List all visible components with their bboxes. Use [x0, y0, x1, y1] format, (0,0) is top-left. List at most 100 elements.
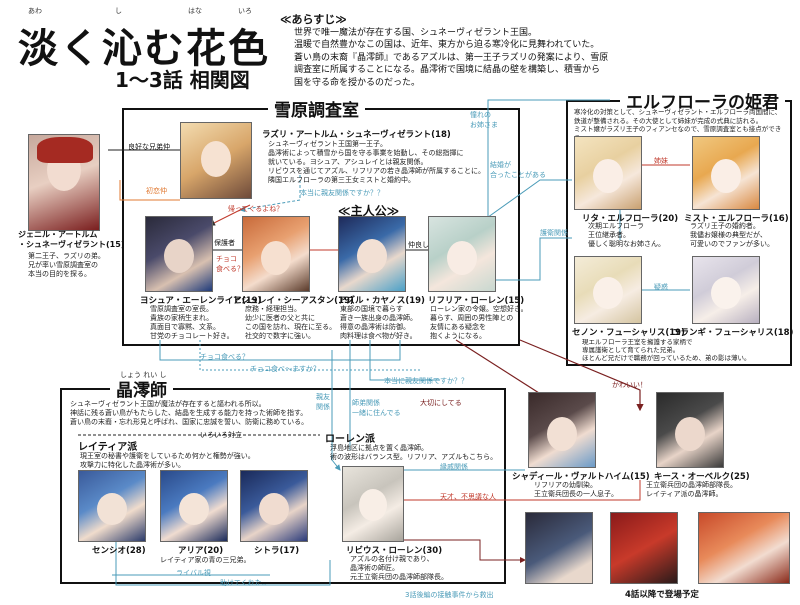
portrait-joshua: [145, 216, 213, 292]
portrait-upcoming-3: [698, 512, 790, 584]
name-aria: アリア(20): [178, 546, 224, 556]
desc-lazuli: シュネーヴィゼラント王国第一王子。晶澪術によって積雪から国を守る事業を始動し、そ…: [268, 140, 485, 184]
portrait-ashley: [242, 216, 310, 292]
portrait-shitora: [240, 470, 308, 542]
portrait-genil: [28, 134, 100, 231]
after-note: 3話後編の接触事件から救出: [405, 591, 494, 599]
synopsis-line: 温暖で自然豊かなこの国は、近年、東方から迫る寒冷化に見舞われていた。: [294, 40, 600, 50]
ruby-1: あわ: [28, 7, 42, 15]
rel-friendly: 仲良し: [408, 241, 429, 249]
rel-first-love: 初恋仲: [146, 187, 167, 195]
rel-genil: かわいい！: [612, 381, 647, 389]
upcoming-note: 4話以降で登場予定: [625, 590, 699, 600]
ruby-2: し: [115, 7, 122, 15]
portrait-upcoming-1: [525, 512, 593, 584]
name-azul: アズル・カヤノス(19): [338, 296, 425, 306]
desc-rifria: ローレン家の令嬢。空想好き。暮らす、周囲の男性陣との友情にある疑念を抱くようにな…: [430, 305, 528, 340]
rel-enemy: 天才、不思議な人: [440, 493, 496, 501]
name-ashley: アシュレイ・シーアスタン(19): [233, 296, 354, 306]
elflora-title: エルフローラの姫君: [620, 88, 785, 113]
portrait-mist: [692, 136, 760, 210]
portrait-upcoming-2: [610, 512, 678, 584]
rel-rival: ライバル視: [176, 569, 211, 577]
name-senio: センシオ(28): [92, 546, 146, 556]
title-ruby: あわ し はな いろ: [20, 6, 280, 16]
setsugen-title: 雪原調査室: [268, 96, 365, 121]
rel-cherished: 大切にしてる: [420, 399, 462, 407]
desc-ashley: 庶務・経理担当。幼少に医者の父と共にこの国を訪れ、現在に至る。社交的で数字に強い…: [245, 305, 337, 340]
name-rita: リタ・エルフローラ(20): [582, 214, 679, 224]
name-shadiel: シャディール・ヴァルトハイム(15): [512, 472, 650, 482]
ruby-4: いろ: [238, 7, 252, 15]
name-senor: セノン・フューシャリス(19): [572, 328, 685, 338]
line-first-love: [119, 180, 180, 201]
rel-suspicion: 疑惑: [654, 283, 668, 291]
reitia-note: レイティア家の青の三兄弟。: [160, 556, 251, 564]
name-lazuli: ラズリ・アートルム・シュネーヴィゼラント(18): [262, 130, 451, 140]
desc-mist: ラズリ王子の婚約者。我儘お嬢様の典型だが、可愛いのでファンが多い。: [690, 222, 774, 248]
desc-livius: アズルの名付け親であり、晶澪術の師匠。元王立衛兵団の晶澪師部隊長。: [350, 555, 448, 581]
rel-ex-cop: 親友 関係: [316, 393, 330, 411]
rel-sisters: 姉妹: [654, 157, 668, 165]
portrait-shadiel: [528, 392, 596, 468]
desc-azul: 東部の国境で暮らす蒼き一族出身の晶澪師。得意の晶澪術は防御。肉料理は食べ物が好き…: [340, 305, 417, 340]
rel-meet-it: いろいろ対立: [200, 431, 242, 439]
shoreishi-ruby: しょう れい し: [120, 371, 167, 379]
synopsis-line: 調査室に所属することになる。晶澪術で国境に結晶の壁を構築し、積雪から: [294, 65, 601, 75]
synopsis-line: 蒼い鳥の末裔『晶澪師』であるアズルは、第一王子ラズリの発案により、雪原: [294, 52, 609, 63]
desc-joshua: 雪原調査室の室長。貴族の家柄生まれ。真面目で寡黙、文系。甘党のチョコレート好き。: [150, 305, 234, 340]
rel-chocolate-a: チョコ食べ～ますか？: [250, 365, 320, 373]
rel-chocolate-q: チョコ食べる？: [200, 353, 249, 361]
portrait-senio: [78, 470, 146, 542]
rel-chocolate: チョコ 食べる？: [216, 255, 244, 273]
name-shitora: シトラ(17): [254, 546, 300, 556]
rel-escort: 護衛関係: [540, 229, 568, 237]
portrait-lazuli: [180, 122, 252, 199]
rel-guardian: 保護者: [214, 239, 235, 247]
rel-rescued: 助けてくれた..: [220, 579, 267, 587]
rel-good-brothers: 良好な兄弟仲: [128, 143, 170, 151]
portrait-aria: [160, 470, 228, 542]
ruby-3: はな: [188, 7, 202, 15]
page-subtitle: 1〜3話 相関図: [115, 68, 250, 92]
shoreishi-intro: シュネーヴィゼラント王国が魔法が存在すると謳われる所以。神話に残る蒼い鳥がもたら…: [70, 400, 309, 426]
shoreishi-title: 晶澪師: [110, 376, 173, 401]
synopsis-heading: ≪あらすじ≫: [280, 13, 347, 26]
desc-shadiel: リフリアの幼馴染。王立衛兵団長の一人息子。: [534, 481, 618, 498]
portrait-keith: [656, 392, 724, 468]
desc-fuchsia: 現エルフローラ王室を擁護する家柄で専属護衛として育てられた兄弟。ほとんど兄だけで…: [582, 338, 751, 362]
protagonist-label: ≪主人公≫: [338, 204, 400, 218]
name-yulangi: ユランギ・フューシャリス(18): [672, 328, 794, 338]
roren-desc: 浮島地区に拠点を置く晶澪師。術の波形はバランス型。リフリア、アズルもこちら。: [330, 444, 498, 461]
portrait-azul: [338, 216, 406, 292]
desc-keith: 王立衛兵団の晶澪師部隊長。レイティア派の晶澪師。: [646, 481, 737, 498]
synopsis: ≪あらすじ≫ 世界で唯一魔法が存在する国、シュネーヴィゼラント王国。 温暖で自然…: [280, 13, 750, 89]
portrait-yulangi: [692, 256, 760, 324]
rel-blank-eyed: 結婚が 合ったことがある: [490, 161, 546, 179]
synopsis-line: 国を守る命を授かるのだった。: [294, 77, 421, 88]
portrait-rifria: [428, 216, 496, 292]
name-genil: ジェニル・アートルム ・シュネーヴィゼラント(15): [18, 230, 125, 249]
portrait-livius: [342, 466, 404, 542]
desc-rita: 次期エルフローラ王位継承者。優しく聡明なお姉さん。: [588, 222, 665, 248]
name-keith: キース・オーベルク(25): [654, 472, 750, 482]
name-rifria: リフリア・ローレン(15): [428, 296, 525, 306]
desc-genil: 第二王子、ラズリの弟。兄が率い雪原調査室の本当の目的を探る。: [28, 252, 105, 278]
portrait-senor: [574, 256, 642, 324]
portrait-rita: [574, 136, 642, 210]
page-title: 淡く沁む花色: [18, 25, 270, 72]
rel-master: 師弟関係 一緒に住んでる: [352, 399, 401, 417]
rel-longing: 憧れの お姉さま: [470, 111, 498, 129]
name-mist: ミスト・エルフローラ(16): [684, 214, 789, 224]
name-joshua: ヨシュア・エーレンライヒ(19): [140, 296, 262, 306]
reitia-desc: 現王室の秘書や護衛をしているため何かと権勢が強い。攻撃力に特化した晶澪術が多い。: [80, 452, 255, 469]
synopsis-line: 世界で唯一魔法が存在する国、シュネーヴィゼラント王国。: [294, 27, 538, 38]
rel-real-close: 本当に親友関係ですか？？: [300, 189, 384, 197]
name-livius: リビウス・ローレン(30): [346, 546, 443, 556]
rel-return-home: 帰ってくるよね？: [228, 205, 284, 213]
roren-faction-label: ローレン派: [325, 434, 375, 445]
rel-real-close-2: 本当に親友関係ですか？？: [384, 377, 468, 385]
rel-kinship: 縁戚関係: [440, 463, 468, 471]
reitia-faction-label: レイティア派: [78, 442, 138, 453]
